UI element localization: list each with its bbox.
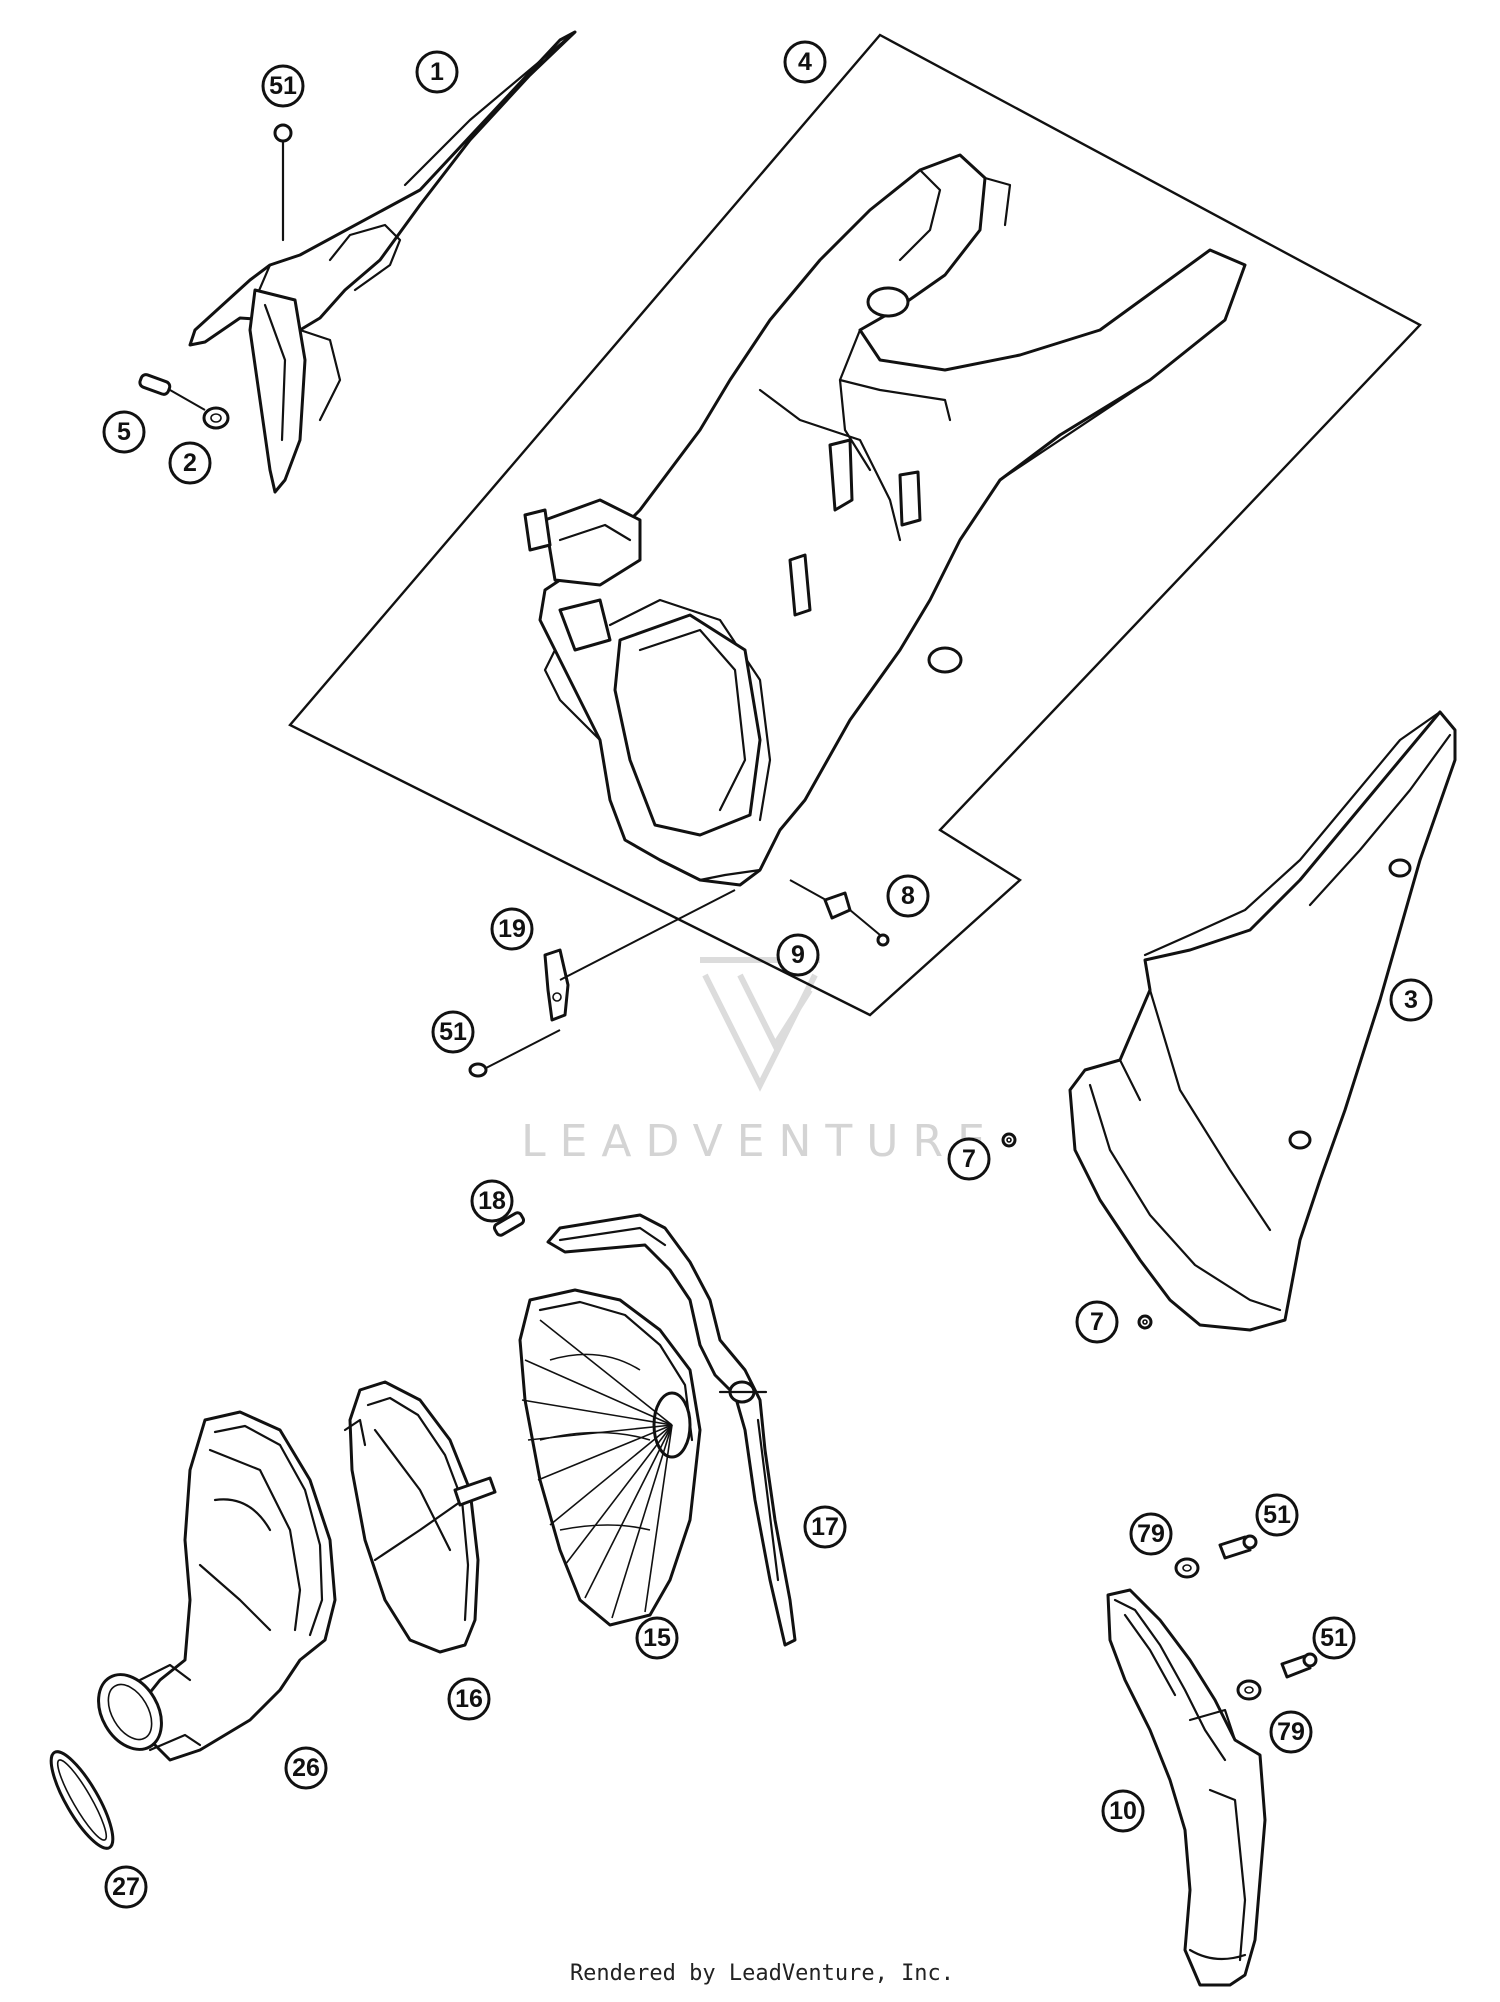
svg-text:51: 51: [439, 1018, 467, 1046]
svg-text:7: 7: [962, 1145, 976, 1173]
callout-part-10[interactable]: 10: [1101, 1789, 1145, 1833]
callout-part-7-lower[interactable]: 7: [1075, 1300, 1119, 1344]
callout-part-27[interactable]: 27: [104, 1865, 148, 1909]
callout-part-79-upper[interactable]: 79: [1129, 1512, 1173, 1556]
callout-part-16[interactable]: 16: [447, 1677, 491, 1721]
part-51-bolt-middle: [468, 1062, 488, 1078]
callout-part-7-upper[interactable]: 7: [947, 1137, 991, 1181]
svg-text:16: 16: [455, 1685, 483, 1713]
callout-part-8[interactable]: 8: [886, 874, 930, 918]
callout-part-1[interactable]: 1: [415, 50, 459, 94]
svg-text:26: 26: [292, 1754, 320, 1782]
callout-part-3[interactable]: 3: [1389, 978, 1433, 1022]
part-10-side-cover-lower: [1106, 1588, 1267, 1987]
part-3-side-number-plate: [1068, 710, 1457, 1332]
part-26-intake-boot: [97, 1410, 337, 1762]
part-9-clip: [823, 891, 852, 920]
part-51-bolt-upper-right: [1218, 1534, 1258, 1560]
svg-text:51: 51: [1320, 1624, 1348, 1652]
callout-part-17[interactable]: 17: [803, 1505, 847, 1549]
footer-credit: Rendered by LeadVenture, Inc.: [570, 1961, 954, 1986]
svg-text:15: 15: [643, 1624, 671, 1652]
part-15-air-filter: [518, 1288, 702, 1627]
part-1-side-cover: [188, 30, 577, 494]
leader-8-9: [849, 909, 881, 936]
svg-text:79: 79: [1137, 1520, 1165, 1548]
callout-part-15[interactable]: 15: [635, 1616, 679, 1660]
part-17-filter-cage: [546, 1213, 797, 1647]
svg-text:79: 79: [1277, 1718, 1305, 1746]
callout-part-79-lower[interactable]: 79: [1269, 1710, 1313, 1754]
callout-part-5[interactable]: 5: [102, 410, 146, 454]
svg-text:17: 17: [811, 1513, 839, 1541]
svg-text:27: 27: [112, 1873, 140, 1901]
leader-5-2: [169, 389, 206, 411]
svg-text:19: 19: [498, 915, 526, 943]
svg-text:7: 7: [1090, 1308, 1104, 1336]
part-7-grommet-upper: [1001, 1132, 1017, 1148]
part-51-bolt-top: [273, 123, 293, 242]
svg-text:3: 3: [1404, 986, 1418, 1014]
watermark-text: LEADVENTURE: [521, 1116, 999, 1167]
part-4-airbox-fender: [523, 153, 1247, 887]
svg-text:18: 18: [478, 1187, 506, 1215]
part-8-screw: [876, 933, 890, 947]
part-51-bolt-lower-right: [1280, 1652, 1318, 1679]
part-79-washer-lower: [1236, 1679, 1262, 1701]
part-79-washer-upper: [1174, 1557, 1200, 1579]
svg-text:2: 2: [183, 449, 197, 477]
callout-part-51-upper-right[interactable]: 51: [1255, 1493, 1299, 1537]
leader-19-fender: [559, 889, 736, 981]
callout-part-51-top[interactable]: 51: [261, 64, 305, 108]
callout-part-18[interactable]: 18: [470, 1179, 514, 1223]
callout-part-51-middle[interactable]: 51: [431, 1010, 475, 1054]
part-19-bracket: [543, 948, 570, 1022]
watermark-logo: [700, 957, 820, 1092]
part-5-screw: [138, 373, 172, 396]
leader-9-fender: [789, 879, 827, 901]
part-18-pin: [492, 1211, 526, 1237]
callout-part-19[interactable]: 19: [490, 907, 534, 951]
svg-text:4: 4: [798, 48, 812, 76]
svg-text:9: 9: [791, 941, 805, 969]
svg-text:51: 51: [269, 72, 297, 100]
svg-text:5: 5: [117, 418, 131, 446]
callout-part-2[interactable]: 2: [168, 441, 212, 485]
part-2-washer: [202, 406, 230, 430]
svg-text:10: 10: [1109, 1797, 1137, 1825]
callout-part-9[interactable]: 9: [776, 933, 820, 977]
callout-part-4[interactable]: 4: [783, 40, 827, 84]
leader-51-19: [485, 1029, 561, 1069]
assembly-group-frame: [288, 33, 1422, 1017]
callout-part-51-lower-right[interactable]: 51: [1312, 1616, 1356, 1660]
svg-text:1: 1: [430, 58, 444, 86]
part-27-clamp: [49, 1750, 115, 1850]
part-7-grommet-lower: [1137, 1314, 1153, 1330]
part-16-filter-holder: [343, 1380, 497, 1654]
svg-text:51: 51: [1263, 1501, 1291, 1529]
svg-text:8: 8: [901, 882, 915, 910]
callout-part-26[interactable]: 26: [284, 1746, 328, 1790]
